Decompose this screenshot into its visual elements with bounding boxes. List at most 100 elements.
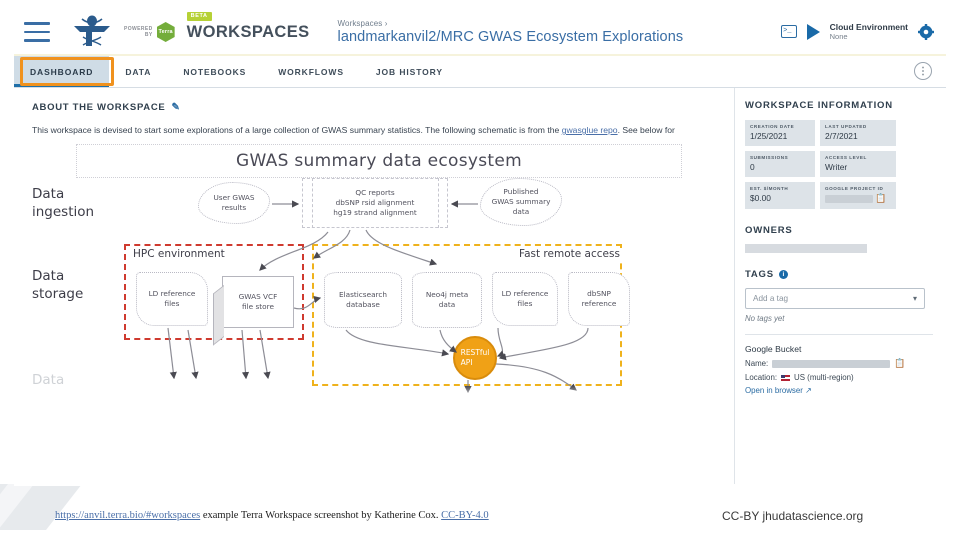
slide-credit: CC-BY jhudatascience.org xyxy=(722,509,864,523)
main-tab-bar: DASHBOARD DATA NOTEBOOKS WORKFLOWS JOB H… xyxy=(14,56,946,88)
info-value: $0.00 xyxy=(750,193,771,203)
tab-notebooks[interactable]: NOTEBOOKS xyxy=(183,66,247,77)
node-qc-box-inner-right xyxy=(438,178,439,228)
pencil-icon[interactable]: ✎ xyxy=(171,102,181,113)
chevron-down-icon: ▾ xyxy=(912,294,917,303)
info-value: Writer xyxy=(825,162,848,172)
cloud-environment-value: None xyxy=(829,31,848,41)
workspace-information-heading: WORKSPACE INFORMATION xyxy=(745,100,893,111)
info-key: EST. $/MONTH xyxy=(750,186,789,191)
top-navigation-bar: POWERED BY Terra BETA WORKSPACES Workspa… xyxy=(14,10,946,56)
tags-heading: TAGS i xyxy=(745,269,946,280)
info-cell-submissions: SUBMISSIONS 0 xyxy=(745,151,815,177)
terra-logo-icon: Terra xyxy=(156,22,175,42)
tab-dashboard[interactable]: DASHBOARD xyxy=(14,56,110,87)
slide-caption: https://anvil.terra.bio/#workspaces exam… xyxy=(55,510,489,521)
tags-placeholder: Add a tag xyxy=(753,294,789,303)
terra-app-screenshot: POWERED BY Terra BETA WORKSPACES Workspa… xyxy=(14,10,946,486)
info-key: GOOGLE PROJECT ID xyxy=(825,186,884,191)
powered-by-label: POWERED BY xyxy=(124,25,153,38)
open-in-browser-link[interactable]: Open in browser ↗ xyxy=(745,386,946,395)
anvil-logo-icon[interactable] xyxy=(66,15,118,49)
info-key: CREATION DATE xyxy=(750,124,795,129)
breadcrumb: Workspaces › landmarkanvil2/MRC GWAS Eco… xyxy=(338,19,684,45)
google-bucket-heading: Google Bucket xyxy=(745,344,802,354)
product-title-block: BETA WORKSPACES xyxy=(186,11,310,42)
about-workspace-label: ABOUT THE WORKSPACE xyxy=(32,102,166,113)
info-cell-creation-date: CREATION DATE 1/25/2021 xyxy=(745,120,815,146)
terminal-icon[interactable]: >_ xyxy=(780,25,797,39)
figure-title: GWAS summary data ecosystem xyxy=(236,151,522,171)
google-bucket-location-row: Location: US (multi-region) xyxy=(745,373,946,382)
gwasglue-repo-link[interactable]: gwasglue repo xyxy=(561,125,618,135)
info-cell-est-cost: EST. $/MONTH $0.00 xyxy=(745,182,815,209)
hamburger-menu-icon[interactable] xyxy=(24,22,50,42)
beta-badge: BETA xyxy=(186,11,212,21)
caption-text: example Terra Workspace screenshot by Ka… xyxy=(200,510,442,521)
about-text-part1: This workspace is devised to start some … xyxy=(32,125,562,135)
info-icon[interactable]: i xyxy=(779,269,789,279)
tags-label: TAGS xyxy=(745,269,774,280)
redacted-value-bar xyxy=(825,194,873,203)
sidebar-divider xyxy=(745,334,933,335)
dashboard-main-column: ABOUT THE WORKSPACE ✎ This workspace is … xyxy=(14,88,734,484)
info-key: LAST UPDATED xyxy=(825,124,867,129)
workspace-sidebar: WORKSPACE INFORMATION CREATION DATE 1/25… xyxy=(734,88,946,484)
workspace-information-grid: CREATION DATE 1/25/2021 LAST UPDATED 2/7… xyxy=(745,120,946,209)
bucket-location-label: Location: xyxy=(745,373,778,382)
terra-workspaces-url-link[interactable]: https://anvil.terra.bio/#workspaces xyxy=(55,510,201,521)
bucket-name-redacted xyxy=(772,359,891,368)
info-cell-google-project-id: GOOGLE PROJECT ID 📋 xyxy=(820,182,896,209)
tags-select[interactable]: Add a tag ▾ xyxy=(745,288,925,309)
content-area: ABOUT THE WORKSPACE ✎ This workspace is … xyxy=(14,88,946,484)
cc-by-license-link[interactable]: CC-BY-4.0 xyxy=(441,510,489,521)
info-key: ACCESS LEVEL xyxy=(825,155,867,160)
clipboard-icon[interactable]: 📋 xyxy=(894,358,906,368)
about-workspace-heading: ABOUT THE WORKSPACE ✎ xyxy=(32,102,734,113)
bucket-location-value: US (multi-region) xyxy=(794,373,854,382)
tab-data[interactable]: DATA xyxy=(125,66,152,77)
clipboard-icon[interactable]: 📋 xyxy=(875,193,887,203)
topbar-actions: >_ Cloud Environment None xyxy=(780,21,946,41)
info-value: 2/7/2021 xyxy=(825,131,858,141)
bucket-name-label: Name: xyxy=(745,359,769,368)
figure-title-box: GWAS summary data ecosystem xyxy=(76,144,682,178)
product-name: WORKSPACES xyxy=(186,22,310,41)
info-value-redacted: 📋 xyxy=(825,193,891,204)
info-key: SUBMISSIONS xyxy=(750,155,789,160)
no-tags-message: No tags yet xyxy=(745,314,785,323)
page-title: landmarkanvil2/MRC GWAS Ecosystem Explor… xyxy=(337,29,684,45)
cloud-environment-status[interactable]: Cloud Environment None xyxy=(829,21,908,41)
gear-icon[interactable] xyxy=(918,23,934,40)
us-flag-icon xyxy=(781,374,791,381)
figure-bottom-fade xyxy=(28,386,716,400)
info-icon[interactable]: ⋮ xyxy=(914,62,932,80)
play-icon[interactable] xyxy=(806,23,820,40)
owners-redacted-value xyxy=(745,244,867,253)
open-in-browser-label: Open in browser xyxy=(745,386,803,395)
google-bucket-name-row: Name: 📋 xyxy=(745,358,946,369)
zone-fast-remote-label: Fast remote access xyxy=(516,248,623,260)
tab-workflows[interactable]: WORKFLOWS xyxy=(278,66,344,77)
tab-job-history[interactable]: JOB HISTORY xyxy=(375,66,443,77)
info-cell-last-updated: LAST UPDATED 2/7/2021 xyxy=(820,120,896,146)
cloud-environment-title: Cloud Environment xyxy=(829,21,908,32)
info-cell-access-level: ACCESS LEVEL Writer xyxy=(820,151,896,177)
info-value: 1/25/2021 xyxy=(750,131,788,141)
breadcrumb-parent[interactable]: Workspaces › xyxy=(337,19,388,28)
row-label-data-cutoff: Data xyxy=(32,372,65,388)
